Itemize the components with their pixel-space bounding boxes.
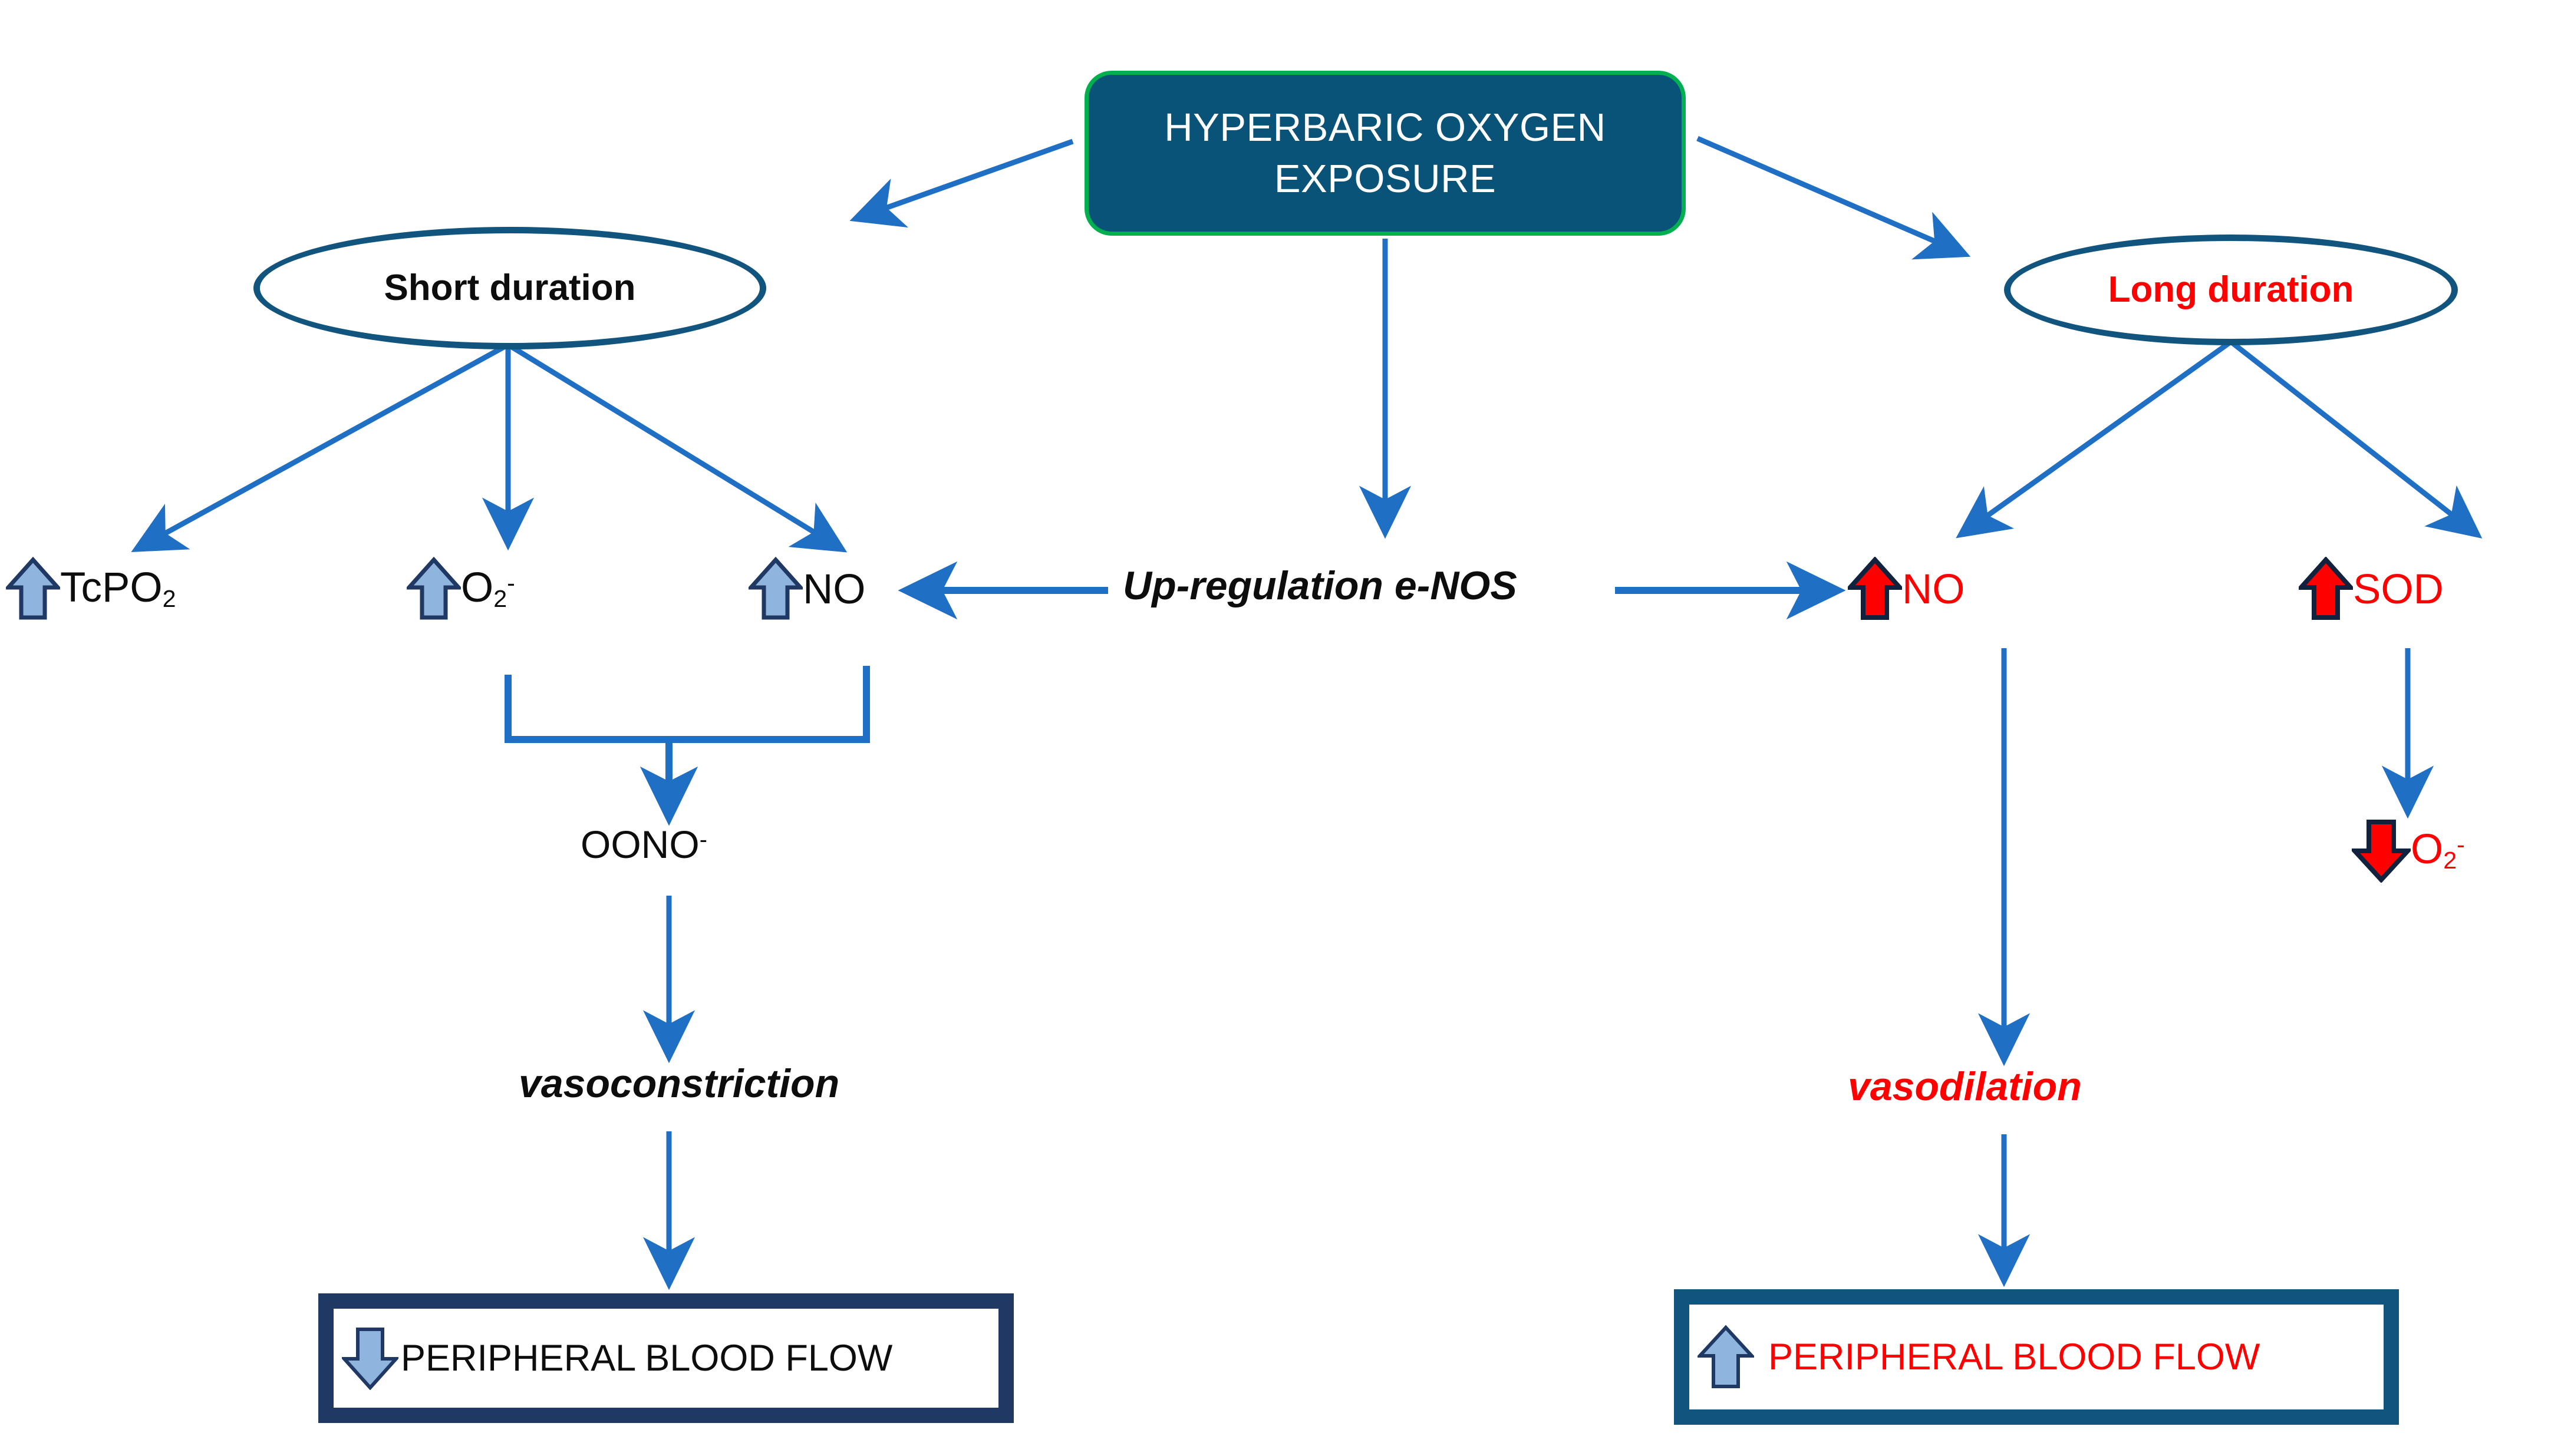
edge-short-to-no — [506, 342, 848, 553]
edge-long-to-no — [1956, 339, 2233, 539]
nitric-oxide-right-label: NO — [1902, 566, 1965, 613]
outcome-right-label: PERIPHERAL BLOOD FLOW — [1768, 1336, 2260, 1378]
hyperbaric-oxygen-exposure-box[interactable]: HYPERBARIC OXYGEN EXPOSURE — [1085, 71, 1686, 236]
edge-short-to-tcpo2 — [131, 342, 510, 552]
down-arrow-red-icon — [2352, 820, 2411, 883]
superoxide-right-label: O2- — [2411, 826, 2465, 874]
up-arrow-blue-icon — [407, 557, 461, 620]
node-nitric-oxide-right[interactable]: NO — [1848, 557, 1965, 622]
short-duration-node[interactable]: Short duration — [253, 227, 766, 349]
vasoconstriction-label: vasoconstriction — [519, 1061, 840, 1106]
superoxide-left-label: O2- — [461, 564, 515, 613]
outcome-left-label: PERIPHERAL BLOOD FLOW — [401, 1337, 893, 1379]
up-arrow-red-icon — [2299, 557, 2353, 620]
nitric-oxide-left-label: NO — [803, 566, 866, 613]
node-tcpo2[interactable]: TcPO2 — [6, 557, 176, 622]
edge-long-to-sod — [2229, 339, 2483, 539]
tcpo2-label: TcPO2 — [60, 564, 176, 613]
down-arrow-blue-icon — [342, 1328, 398, 1390]
peroxynitrite-label: OONO- — [581, 823, 707, 866]
node-nitric-oxide-left[interactable]: NO — [749, 557, 866, 622]
up-arrow-blue-icon — [749, 557, 803, 620]
up-arrow-blue-icon — [1698, 1325, 1754, 1388]
up-arrow-blue-icon — [6, 557, 60, 620]
node-superoxide-left[interactable]: O2- — [407, 557, 515, 622]
vasodilation-label: vasodilation — [1848, 1064, 2082, 1109]
sod-label: SOD — [2353, 566, 2444, 613]
edge-root-to-long — [1696, 136, 1971, 260]
up-arrow-red-icon — [1848, 557, 1902, 620]
long-duration-label: Long duration — [2108, 269, 2354, 310]
outcome-box-left[interactable]: PERIPHERAL BLOOD FLOW — [318, 1293, 1014, 1423]
short-duration-label: Short duration — [384, 268, 636, 308]
hbo-line-1: HYPERBARIC OXYGEN — [1164, 105, 1606, 150]
outcome-box-right[interactable]: PERIPHERAL BLOOD FLOW — [1674, 1289, 2399, 1425]
node-sod[interactable]: SOD — [2299, 557, 2444, 622]
long-duration-node[interactable]: Long duration — [2004, 235, 2458, 345]
edge-root-to-short — [849, 138, 1074, 228]
hbo-box-label: HYPERBARIC OXYGEN EXPOSURE — [1164, 102, 1606, 204]
hbo-line-2: EXPOSURE — [1274, 157, 1497, 201]
node-superoxide-right[interactable]: O2- — [2352, 819, 2465, 883]
enos-label: Up-regulation e-NOS — [1123, 563, 1517, 608]
edge-bracket-to-peroxynitrite — [505, 666, 870, 743]
